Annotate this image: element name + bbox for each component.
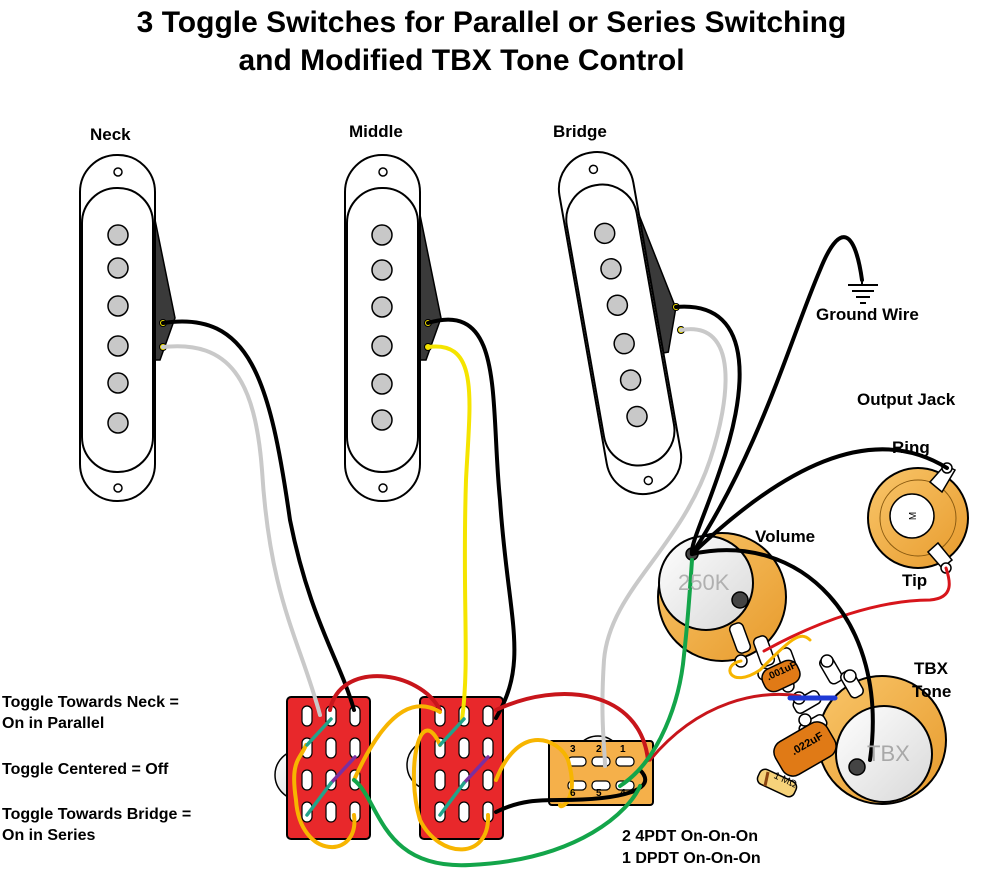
dpdt-lug-2: 2 [596,744,602,755]
wire-jack-ring [690,447,949,556]
note-center: Toggle Centered = Off [2,761,169,778]
output-jack: M [867,462,969,574]
volume-label: Volume [755,527,816,546]
wire-sw2-orange [411,728,491,852]
middle-pickup [344,154,442,502]
page-subtitle: and Modified TBX Tone Control [238,44,685,77]
toggle-switch-2 [406,696,504,840]
wire-dpdt-black [494,768,648,814]
switch-spec-1: 2 4PDT On-On-On [622,828,758,845]
toggle-switch-1 [274,696,371,840]
svg-text:M: M [908,512,919,520]
capacitor-001uf [761,659,801,693]
wire-green-volume [618,558,694,788]
output-jack-label: Output Jack [857,390,956,409]
tbx-tone-label-1: TBX [914,659,948,678]
wire-bridge-white [600,327,728,768]
wire-sw2-red [494,692,650,762]
wires [161,235,951,868]
middle-label: Middle [349,122,403,141]
dpdt-lug-4: 4 [620,788,626,799]
ground-symbol [848,280,878,304]
neck-label: Neck [90,125,131,144]
dpdt-lug-3: 3 [570,744,576,755]
wire-neck-black [161,319,356,712]
tbx-pot-value: TBX [867,741,910,766]
wire-tbx-red [648,693,802,762]
volume-value: 250K [678,570,730,595]
page-title: 3 Toggle Switches for Parallel or Series… [136,6,847,39]
resistor-1meg [756,768,798,798]
dpdt-lug-5: 5 [596,788,602,799]
capacitor-022uf [773,721,837,777]
dpdt-lug-1: 1 [620,744,626,755]
wire-neck-white [161,344,322,717]
bridge-pickup [557,151,683,496]
ground-wire-label: Ground Wire [816,305,919,324]
wire-dpdt-orange [494,738,574,809]
switch-jumpers [305,717,490,817]
wire-sw1-sw2-orange [352,704,442,782]
note-neck-1: Toggle Towards Neck = [2,694,179,711]
tbx-tone-label-2: Tone [912,682,952,701]
wire-volume-ground [690,548,875,762]
note-bridge-2: On in Series [2,827,96,844]
switch-spec-2: 1 DPDT On-On-On [622,850,761,867]
wire-ground [690,235,864,556]
tip-label: Tip [902,571,928,590]
wire-sw1-orange [292,743,357,850]
wire-middle-yellow [426,344,472,722]
wire-bridge-black [674,304,742,556]
wire-green-long [352,778,642,868]
ring-label: Ring [892,438,930,457]
wire-middle-black [426,317,517,720]
wire-jack-tip [762,566,951,653]
wire-cap-orange [728,634,812,680]
wire-sw1-red-top [328,674,442,712]
dpdt-lug-6: 6 [570,788,576,799]
note-neck-2: On in Parallel [2,715,105,732]
note-bridge-1: Toggle Towards Bridge = [2,806,192,823]
neck-pickup [79,154,176,502]
toggle-switch-3-dpdt [548,735,654,806]
bridge-label: Bridge [553,122,607,141]
